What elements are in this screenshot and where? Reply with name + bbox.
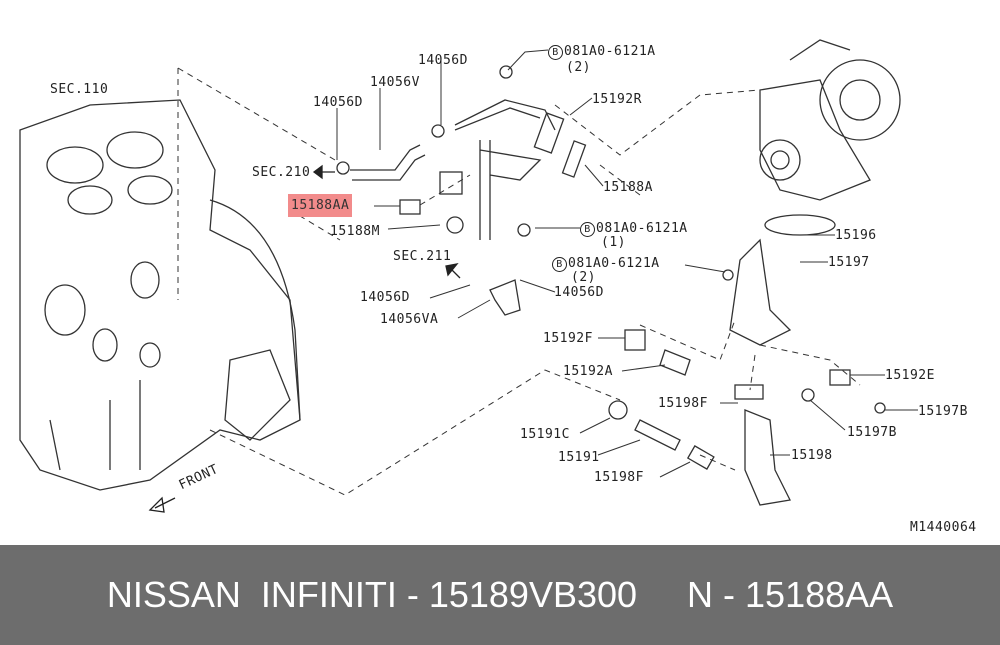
part-number: 081A0-6121A [596, 221, 688, 236]
part-label: 15188A [603, 180, 653, 195]
part-label: 15192A [563, 364, 613, 379]
part-caption: NISSAN INFINITI - 15189VB300 N - 15188AA [106, 574, 894, 615]
part-label: 15197B [847, 425, 897, 440]
quantity-label: (2) [566, 60, 591, 75]
front-arrow-icon [148, 496, 176, 513]
part-label: 15188M [330, 224, 380, 239]
part-label: 15198F [594, 470, 644, 485]
part-label: 15198 [791, 448, 833, 463]
bolt-marker-icon: B [580, 222, 595, 237]
section-label: SEC.210 [252, 165, 311, 180]
bolt-marker-icon: B [552, 257, 567, 272]
part-label: 15197 [828, 255, 870, 270]
part-label: 14056D [360, 290, 410, 305]
part-label: 15191 [558, 450, 600, 465]
part-label: 14056VA [380, 312, 439, 327]
engine-block-drawing [19, 99, 301, 491]
pipes-drawing [336, 99, 587, 316]
sec210-arrow-icon [312, 164, 335, 180]
bolt-marker-icon: B [548, 45, 563, 60]
part-label: 15198F [658, 396, 708, 411]
part-caption-bar: NISSAN INFINITI - 15189VB300 N - 15188AA [0, 545, 1000, 645]
part-label: 14056D [554, 285, 604, 300]
part-label: 14056D [313, 95, 363, 110]
section-label: SEC.211 [393, 249, 452, 264]
part-label: 15192E [885, 368, 935, 383]
highlighted-part-label[interactable]: 15188AA [288, 194, 353, 217]
part-label: 15197B [918, 404, 968, 419]
drawing-id: M1440064 [910, 520, 977, 535]
section-label: SEC.110 [50, 82, 109, 97]
part-label: 14056V [370, 75, 420, 90]
quantity-label: (2) [571, 270, 596, 285]
oil-pipe-drawing [499, 65, 886, 506]
turbocharger-drawing [759, 39, 901, 201]
part-label: 15191C [520, 427, 570, 442]
part-label: 15196 [835, 228, 877, 243]
part-label: 15192F [543, 331, 593, 346]
part-label: 14056D [418, 53, 468, 68]
diagram-drawing [19, 39, 918, 513]
part-number: 081A0-6121A [568, 256, 660, 271]
part-number: 081A0-6121A [564, 44, 656, 59]
quantity-label: (1) [601, 235, 626, 250]
part-label: 15192R [592, 92, 642, 107]
sec211-arrow-icon [445, 263, 461, 279]
